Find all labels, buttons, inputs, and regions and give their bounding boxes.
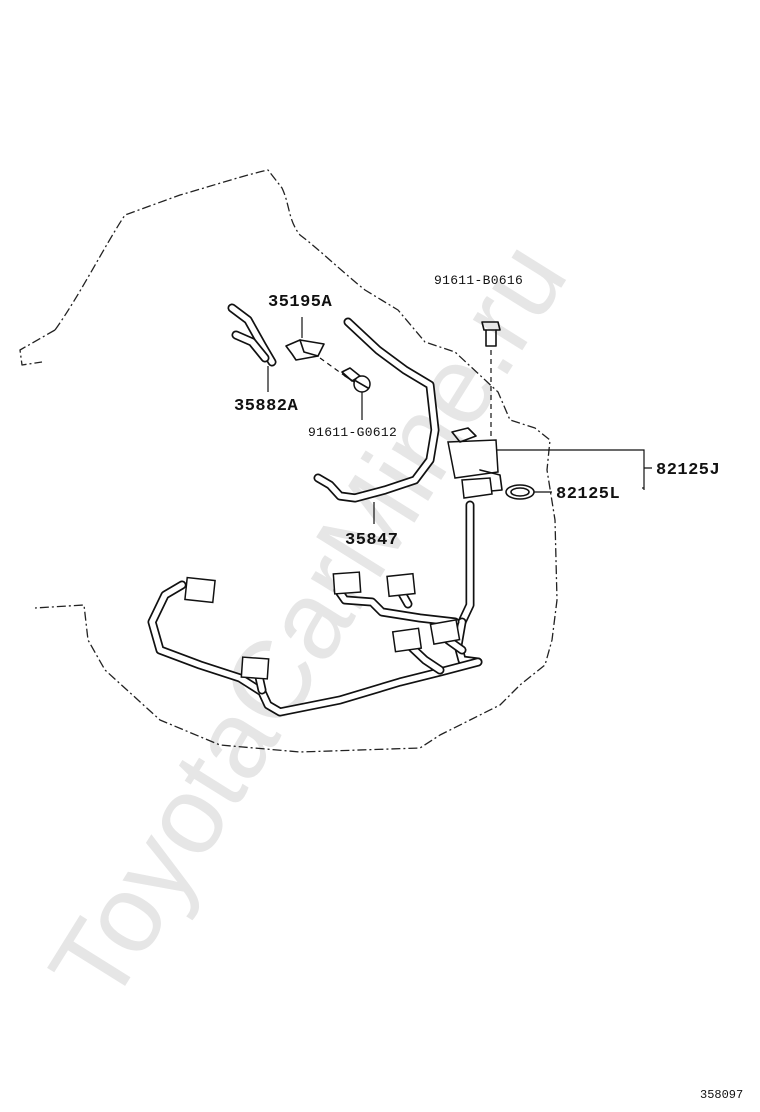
hose-35882a [227,303,277,367]
sensor-82125j [447,427,503,499]
oring-82125l [505,484,535,500]
bolt-91611-g0612 [319,357,371,393]
engine-outline [19,169,558,753]
leader-lines [267,317,652,524]
callout-91611-b0616: 91611-B0616 [434,273,523,288]
callout-35847: 35847 [345,531,399,550]
bolt-91611-b0616 [481,321,501,438]
callout-35195a: 35195A [268,293,333,312]
callout-91611-g0612: 91611-G0612 [308,425,397,440]
clamp-35195a [285,339,325,361]
harness-connectors [184,571,461,680]
callout-82125l: 82125L [556,485,620,504]
callout-35882a: 35882A [234,397,299,416]
tube-35847 [313,317,440,503]
figure-number: 358097 [700,1088,743,1102]
callout-82125j: 82125J [656,461,720,480]
